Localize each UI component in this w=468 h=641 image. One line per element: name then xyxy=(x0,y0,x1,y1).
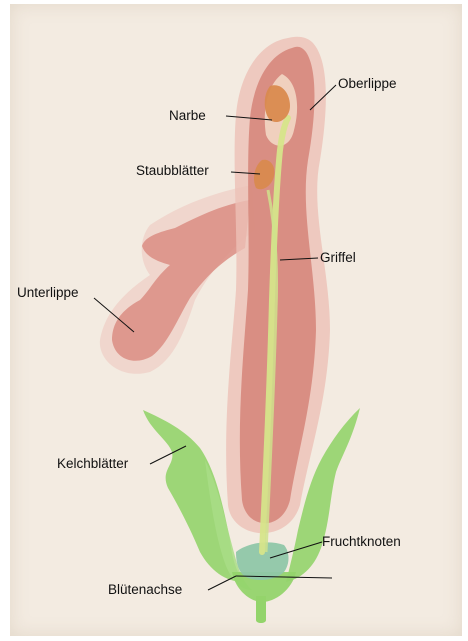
label-griffel: Griffel xyxy=(320,250,356,266)
leader-bluetenachse xyxy=(208,576,236,590)
label-bluetenachse: Blütenachse xyxy=(108,582,182,598)
label-unterlippe: Unterlippe xyxy=(17,285,79,301)
label-narbe: Narbe xyxy=(169,108,206,124)
label-staubblaetter: Staubblätter xyxy=(136,163,209,179)
label-fruchtknoten: Fruchtknoten xyxy=(322,534,401,550)
label-kelchblaetter: Kelchblätter xyxy=(57,456,128,472)
label-oberlippe: Oberlippe xyxy=(338,76,397,92)
